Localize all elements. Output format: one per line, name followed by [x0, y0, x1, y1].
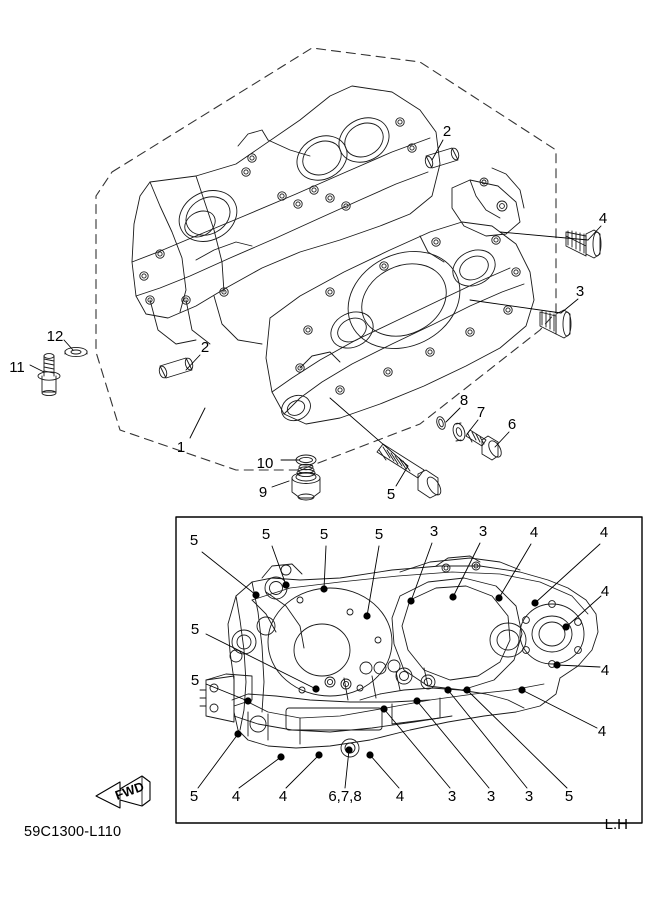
upper-leaders	[29, 139, 602, 488]
lower-leaders	[197, 542, 602, 789]
upper-exploded-view	[29, 47, 602, 501]
callout-9: 9	[259, 484, 267, 501]
callout-10: 10	[257, 455, 274, 472]
part-7-washer	[452, 422, 466, 442]
callout-8: 8	[460, 392, 468, 409]
callout-7: 7	[477, 404, 485, 421]
detail-frame	[175, 516, 643, 824]
lower-detail-view	[175, 516, 643, 824]
callout-11: 11	[9, 359, 25, 376]
detail-callout-b2: 4	[232, 788, 240, 805]
detail-callout-b5: 4	[396, 788, 404, 805]
detail-callout-t8: 4	[600, 524, 608, 541]
labels-lower: 5 5 5 5 3 3 4 4 4 4 4 5 5 5 4 4 6,7,8 4 …	[190, 523, 609, 805]
part-9-drain-plug	[291, 463, 321, 501]
part-number-label: 59C1300-L110	[24, 824, 121, 840]
crankcase-lower-half	[265, 167, 535, 425]
detail-callout-b8: 3	[525, 788, 533, 805]
detail-callout-b1: 5	[190, 788, 198, 805]
callout-2-left: 2	[201, 339, 209, 356]
callout-1: 1	[177, 439, 185, 456]
callout-12: 12	[47, 328, 64, 345]
part-2-dowel-pin-left	[158, 357, 194, 379]
boss-circles	[139, 117, 417, 305]
detail-callout-r2: 4	[601, 662, 609, 679]
part-2-dowel-pin-upper	[424, 147, 460, 169]
detail-callout-r1: 4	[601, 583, 609, 600]
labels-upper: 1 2 2 3 4 5 6 7 8 9 10 11 12	[9, 123, 607, 503]
detail-callout-b3: 4	[279, 788, 287, 805]
view-label-lh: L.H	[605, 816, 628, 833]
part-8-oring	[436, 416, 446, 430]
detail-callout-t5: 3	[430, 523, 438, 540]
callout-2-upper: 2	[443, 123, 451, 140]
detail-callout-b9: 5	[565, 788, 573, 805]
detail-callout-b7: 3	[487, 788, 495, 805]
detail-callout-t2: 5	[262, 526, 270, 543]
detail-callout-l2: 5	[191, 672, 199, 689]
crankcase-lh-body	[199, 555, 599, 758]
detail-callout-t6: 3	[479, 523, 487, 540]
callout-3: 3	[576, 283, 584, 300]
part-11-screw	[37, 353, 61, 397]
assembly-boundary-dashed	[95, 47, 557, 471]
detail-callout-l1: 5	[191, 621, 199, 638]
part-5-long-bolt	[376, 443, 442, 499]
detail-callout-t3: 5	[320, 526, 328, 543]
detail-callout-t4: 5	[375, 526, 383, 543]
detail-callout-t7: 4	[530, 524, 538, 541]
part-12-washer	[64, 346, 88, 358]
cover-boss-circles	[295, 235, 521, 395]
callout-6: 6	[508, 416, 516, 433]
crankcase-upper-half	[131, 85, 441, 345]
detail-callout-b6: 3	[448, 788, 456, 805]
detail-callout-r3: 4	[598, 723, 606, 740]
callout-4: 4	[599, 210, 607, 227]
fwd-arrow-marker	[95, 775, 151, 809]
detail-callout-t1: 5	[190, 532, 198, 549]
callout-5: 5	[387, 486, 395, 503]
detail-callout-b4: 6,7,8	[328, 788, 361, 805]
